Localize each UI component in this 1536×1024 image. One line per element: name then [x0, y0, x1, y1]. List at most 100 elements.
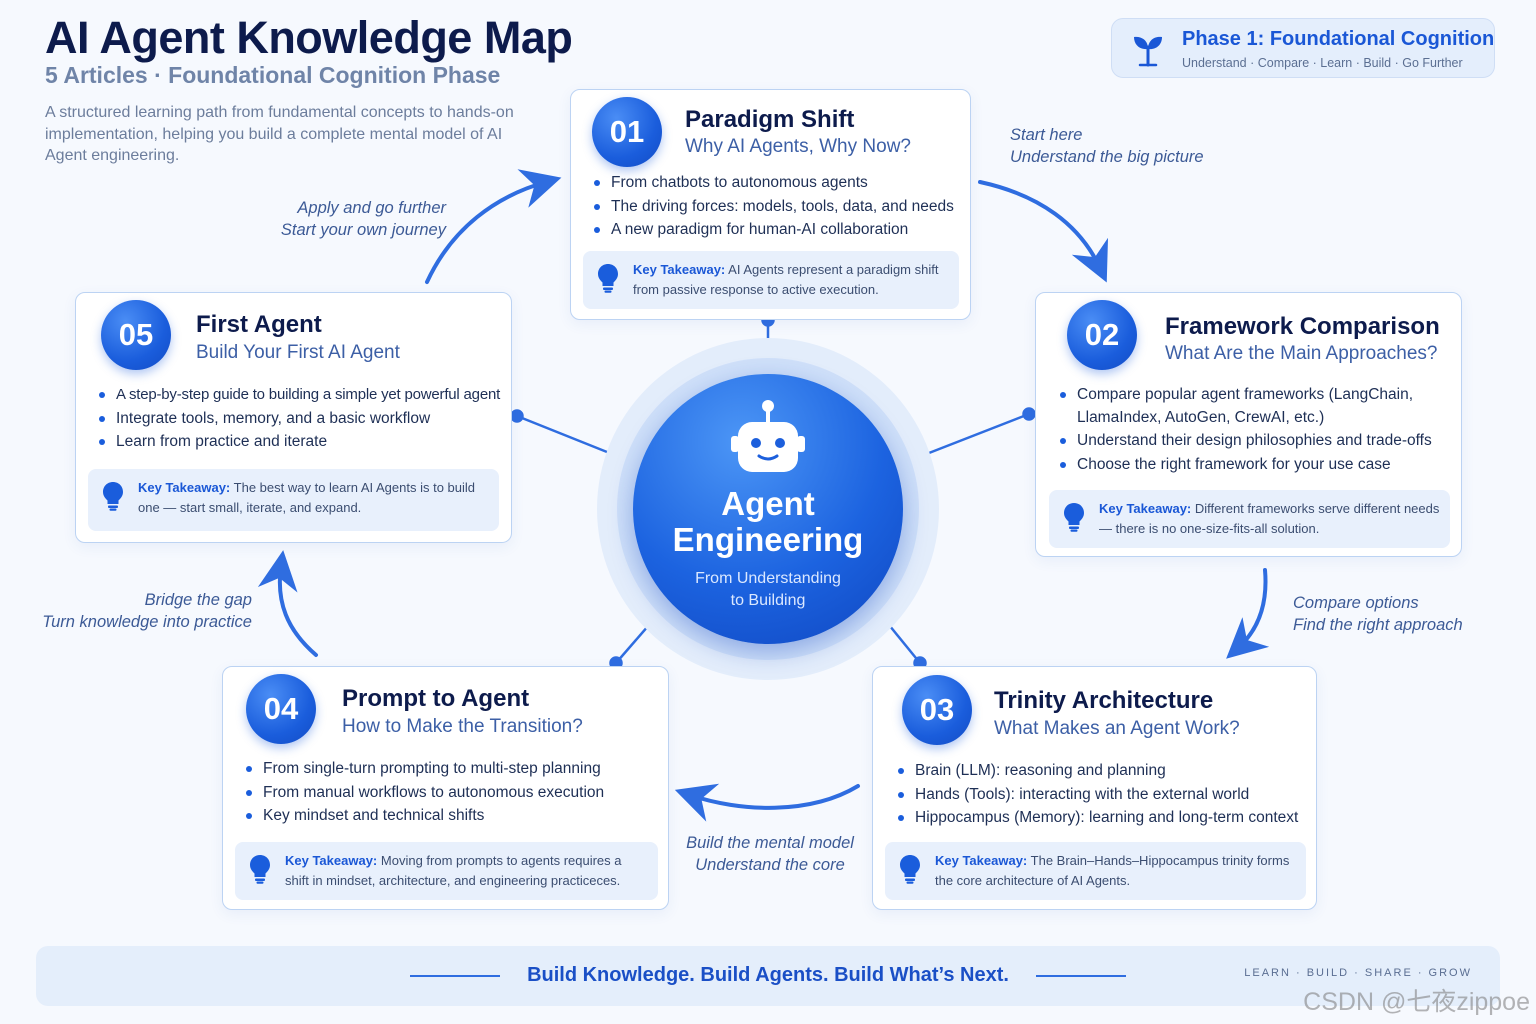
phase-steps: Understand · Compare · Learn · Build · G… [1182, 56, 1463, 70]
card-number: 03 [902, 675, 972, 745]
takeaway-text: Key Takeaway: Moving from prompts to age… [285, 851, 648, 891]
phase-badge: Phase 1: Foundational Cognition Understa… [1111, 18, 1495, 78]
card-prompt-to-agent: 04 Prompt to Agent How to Make the Trans… [222, 666, 669, 910]
card-subtitle: What Are the Main Approaches? [1165, 343, 1438, 364]
card-bullets: Brain (LLM): reasoning and planning Hand… [898, 759, 1298, 830]
connector-card-02 [910, 412, 1030, 462]
card-title: Prompt to Agent [342, 685, 530, 712]
takeaway-label: Key Takeaway: [285, 853, 378, 868]
card-paradigm-shift: 01 Paradigm Shift Why AI Agents, Why Now… [570, 89, 971, 320]
lightbulb-icon [250, 855, 270, 884]
flow-arrow-3-to-4 [674, 783, 860, 822]
key-takeaway: Key Takeaway: AI Agents represent a para… [583, 251, 959, 309]
lightbulb-icon [598, 264, 618, 293]
card-subtitle: What Makes an Agent Work? [994, 718, 1240, 739]
card-number: 04 [246, 674, 316, 744]
flow-arrow-5-to-1 [425, 169, 562, 284]
flow-label-line: Start your own journey [280, 220, 446, 239]
lightbulb-icon [900, 855, 920, 884]
bullet-item: Brain (LLM): reasoning and planning [898, 759, 1298, 783]
flow-label-bridge: Bridge the gap Turn knowledge into pract… [40, 590, 252, 633]
takeaway-text: Key Takeaway: Different frameworks serve… [1099, 499, 1440, 539]
takeaway-text: Key Takeaway: The best way to learn AI A… [138, 478, 489, 518]
takeaway-label: Key Takeaway: [935, 853, 1028, 868]
card-title: Trinity Architecture [994, 687, 1214, 714]
bullet-item: From manual workflows to autonomous exec… [246, 781, 604, 805]
card-title: First Agent [196, 311, 322, 338]
connector-dot [510, 409, 524, 423]
flow-arrow-2-to-3 [1226, 568, 1270, 659]
bullet-item: From single-turn prompting to multi-step… [246, 757, 604, 781]
watermark: CSDN @七夜zippoe [1303, 988, 1530, 1016]
robot-icon [731, 400, 805, 472]
card-trinity-architecture: 03 Trinity Architecture What Makes an Ag… [872, 666, 1317, 910]
hub-title-line: Engineering [672, 521, 864, 558]
takeaway-body: The best way to learn AI Agents is to bu… [138, 480, 476, 515]
lightbulb-icon [103, 482, 123, 511]
card-first-agent: 05 First Agent Build Your First AI Agent… [75, 292, 512, 543]
footer-banner: Build Knowledge. Build Agents. Build Wha… [36, 946, 1500, 1006]
bullet-item: Understand their design philosophies and… [1060, 429, 1432, 453]
page-subtitle: 5 Articles · Foundational Cognition Phas… [45, 62, 501, 88]
bullet-item: The driving forces: models, tools, data,… [594, 195, 954, 219]
flow-label-apply: Apply and go further Start your own jour… [250, 198, 446, 241]
card-bullets: Compare popular agent frameworks (LangCh… [1060, 383, 1432, 476]
card-subtitle: Why AI Agents, Why Now? [685, 136, 911, 157]
footer-divider [410, 975, 500, 977]
flow-label-line: Compare options [1293, 594, 1419, 612]
card-subtitle: Build Your First AI Agent [196, 342, 400, 363]
footer-tags: LEARN · BUILD · SHARE · GROW [1244, 967, 1472, 979]
takeaway-body: Different frameworks serve different nee… [1099, 501, 1440, 536]
flow-label-compare: Compare options Find the right approach [1293, 593, 1463, 636]
bullet-item: Hippocampus (Memory): learning and long-… [898, 806, 1298, 830]
flow-label-line: Apply and go further [297, 199, 446, 217]
takeaway-body: Moving from prompts to agents requires a… [285, 853, 622, 888]
footer-divider [1036, 975, 1126, 977]
phase-title: Phase 1: Foundational Cognition [1182, 28, 1495, 50]
card-number: 01 [592, 97, 662, 167]
sprout-icon [1134, 36, 1162, 67]
flow-label-line: Find the right approach [1293, 615, 1463, 634]
takeaway-label: Key Takeaway: [633, 262, 726, 277]
card-number: 05 [101, 300, 171, 370]
bullet-item: A new paradigm for human-AI collaboratio… [594, 218, 954, 242]
takeaway-text: Key Takeaway: The Brain–Hands–Hippocampu… [935, 851, 1296, 891]
key-takeaway: Key Takeaway: Moving from prompts to age… [235, 842, 658, 900]
takeaway-text: Key Takeaway: AI Agents represent a para… [633, 260, 949, 300]
bullet-item: Hands (Tools): interacting with the exte… [898, 783, 1298, 807]
bullet-item: Key mindset and technical shifts [246, 804, 604, 828]
key-takeaway: Key Takeaway: Different frameworks serve… [1049, 490, 1450, 548]
bullet-item: Integrate tools, memory, and a basic wor… [99, 407, 500, 431]
footer-tagline: Build Knowledge. Build Agents. Build Wha… [527, 964, 1009, 986]
hub-subtitle: From Understanding to Building [633, 568, 903, 611]
bullet-item: Choose the right framework for your use … [1060, 453, 1432, 477]
hub-subtitle-line: From Understanding [695, 570, 841, 587]
flow-label-start: Start here Understand the big picture [1010, 125, 1204, 168]
bullet-item: From chatbots to autonomous agents [594, 171, 954, 195]
flow-label-line: Turn knowledge into practice [42, 612, 252, 631]
card-title: Framework Comparison [1165, 313, 1440, 340]
card-subtitle: How to Make the Transition? [342, 716, 583, 737]
bullet-item: Compare popular agent frameworks (LangCh… [1060, 383, 1432, 407]
flow-arrow-4-to-5 [257, 550, 318, 657]
card-bullets: From chatbots to autonomous agents The d… [594, 171, 954, 242]
flow-label-line: Bridge the gap [144, 591, 252, 609]
hub-subtitle-line: to Building [730, 591, 806, 609]
intro-text: A structured learning path from fundamen… [45, 104, 514, 164]
flow-label-line: Understand the big picture [1010, 147, 1204, 166]
card-framework-comparison: 02 Framework Comparison What Are the Mai… [1035, 292, 1462, 557]
hub-title-line: Agent [721, 485, 815, 522]
bullet-item: LlamaIndex, AutoGen, CrewAI, etc.) [1077, 408, 1325, 426]
card-bullets: A step-by-step guide to building a simpl… [99, 383, 500, 454]
page-title: AI Agent Knowledge Map [45, 12, 573, 63]
takeaway-label: Key Takeaway: [1099, 501, 1192, 516]
bullet-item: Learn from practice and iterate [99, 430, 500, 454]
flow-label-line: Build the mental model [686, 834, 854, 852]
flow-label-line: Understand the core [695, 855, 845, 874]
flow-label-mental-model: Build the mental model Understand the co… [670, 833, 870, 876]
card-bullets: From single-turn prompting to multi-step… [246, 757, 604, 828]
flow-label-line: Start here [1010, 126, 1083, 144]
key-takeaway: Key Takeaway: The best way to learn AI A… [88, 469, 499, 531]
hub-title: Agent Engineering [633, 486, 903, 558]
flow-arrow-1-to-2 [978, 180, 1108, 283]
